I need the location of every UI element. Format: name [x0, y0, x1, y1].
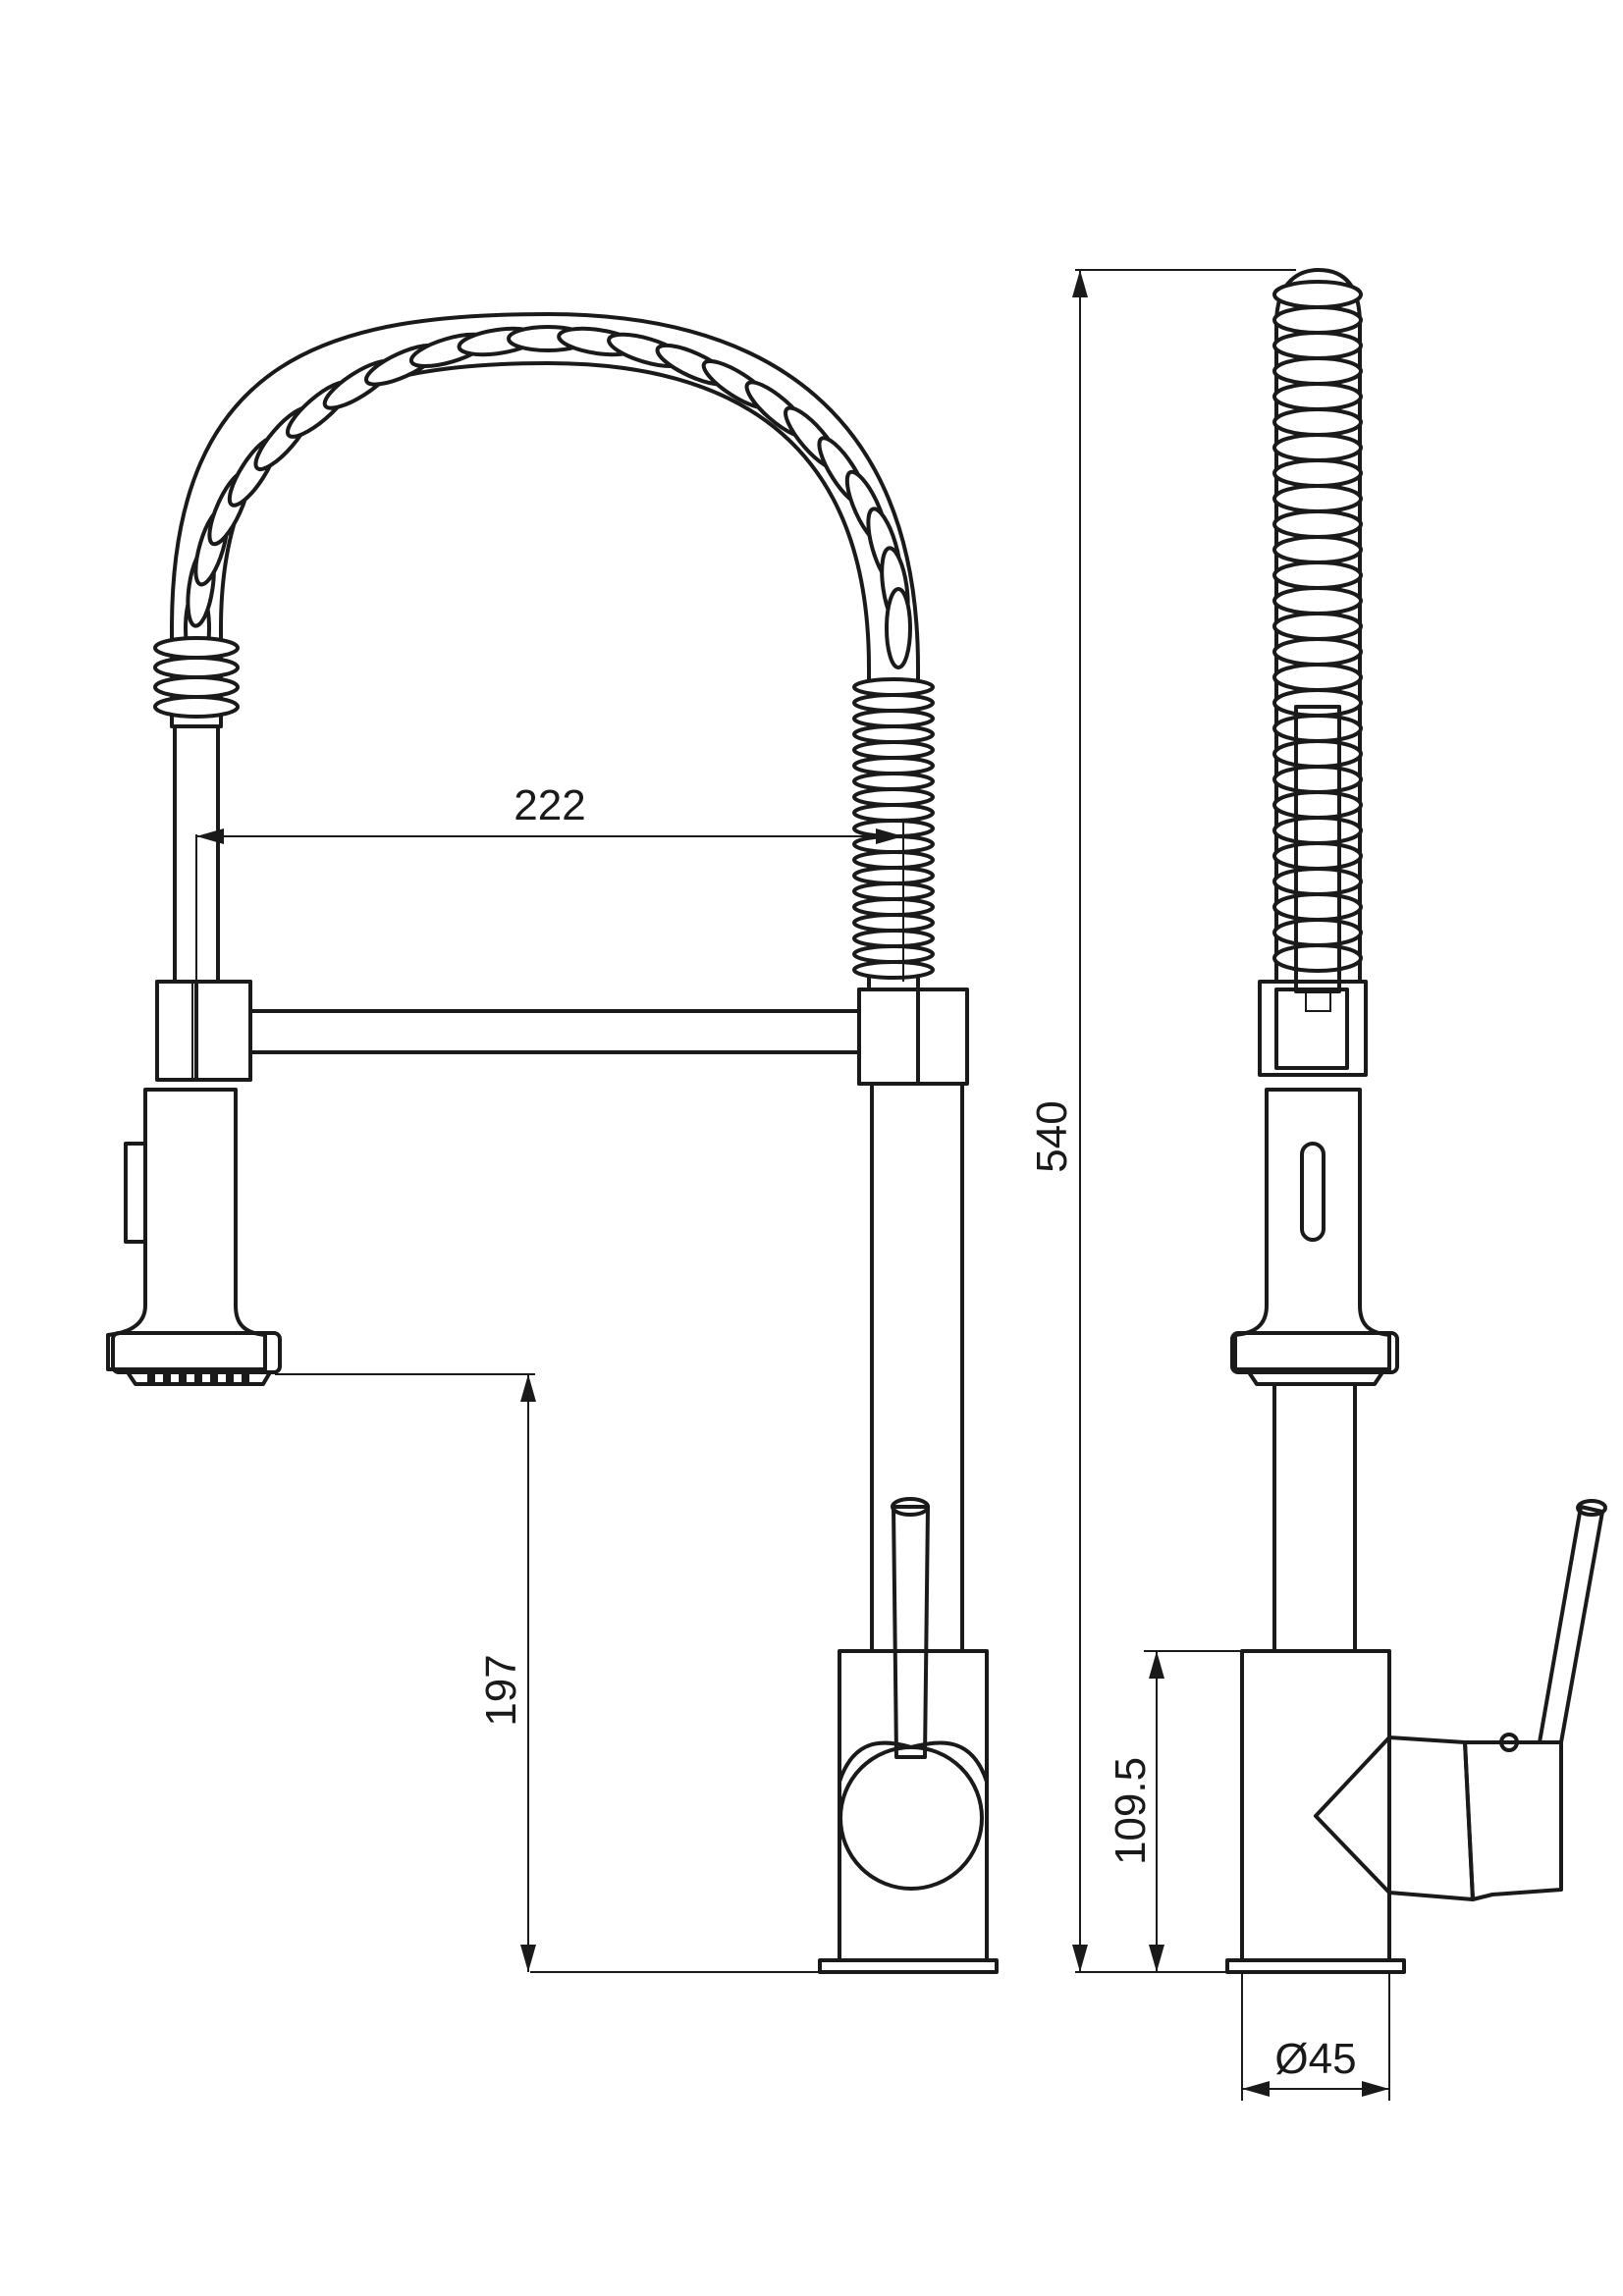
side-collar	[1258, 980, 1368, 1077]
spring-coil	[1272, 509, 1363, 539]
main-column	[870, 1082, 964, 1653]
spring-coil	[1272, 458, 1363, 488]
spring-coil	[852, 772, 935, 791]
spring-coil	[1272, 280, 1363, 309]
spring-coils-front	[153, 325, 935, 980]
side-collar-clip	[1305, 990, 1331, 1012]
side-lever-base	[1463, 1740, 1563, 1901]
spring-coil	[852, 960, 935, 980]
spring-coil	[1272, 356, 1363, 386]
spring-coil	[852, 929, 935, 948]
spring-coil	[852, 677, 935, 697]
spring-coil	[1272, 586, 1363, 615]
side-view: 540 109.5 Ø45	[1028, 268, 1607, 2101]
spring-coil	[852, 803, 935, 823]
base-plate	[818, 1958, 999, 1974]
spring-coil	[1272, 637, 1363, 667]
spray-nozzle	[126, 1370, 272, 1386]
horizontal-bar	[248, 1009, 861, 1054]
side-collar-inner	[1274, 988, 1349, 1070]
spring-coil	[1272, 535, 1363, 564]
spring-coil	[1272, 841, 1363, 871]
spring-coil	[1272, 918, 1363, 947]
side-lever-handle	[1538, 1505, 1604, 1744]
spray-button-icon	[124, 1142, 147, 1244]
right-collar-face	[857, 988, 920, 1086]
dimension-body-height	[1144, 1650, 1242, 1972]
spring-coil	[1272, 484, 1363, 513]
valve-cap-shadow	[838, 1740, 989, 1784]
side-valve-body	[1240, 1649, 1391, 1962]
left-collar	[155, 980, 252, 1082]
spring-coil	[852, 897, 935, 917]
dimension-outlet-height	[275, 1373, 820, 1973]
spring-coil	[852, 866, 935, 885]
spring-coil	[1272, 331, 1363, 360]
spring-coil	[1272, 561, 1363, 590]
spring-coil	[153, 675, 240, 699]
spring-coil	[852, 756, 935, 775]
spring-coil	[1272, 739, 1363, 769]
lever-tip	[891, 1497, 930, 1517]
lever-handle	[892, 1505, 930, 1759]
valve-body	[838, 1649, 989, 1962]
spring-coil	[852, 913, 935, 933]
side-main-column	[1272, 1382, 1357, 1653]
spring-coil	[1272, 688, 1363, 718]
dim-label-540: 540	[1028, 1100, 1076, 1172]
spring-coil	[852, 709, 935, 728]
spring-arch	[153, 312, 935, 988]
spring-coil	[1272, 305, 1363, 335]
side-spray-face-ring	[1230, 1331, 1399, 1374]
spray-nozzle-holes	[147, 1374, 249, 1382]
spring-coil	[1272, 382, 1363, 411]
spring-coil	[1272, 816, 1363, 845]
dimension-total-height	[1072, 269, 1296, 1973]
dim-label-197: 197	[477, 1654, 525, 1726]
spring-coil	[1272, 892, 1363, 922]
side-lever-pivot	[1499, 1733, 1519, 1752]
side-spray-button-icon	[1300, 1142, 1325, 1242]
spring-coil	[153, 656, 240, 679]
side-spray-head	[1233, 1088, 1391, 1371]
spring-coil	[852, 787, 935, 807]
spring-coil	[1272, 433, 1363, 462]
spring-coil	[1272, 943, 1363, 973]
side-base-plate	[1225, 1958, 1406, 1974]
side-lever-tip	[1576, 1499, 1607, 1517]
spring-coil	[1272, 663, 1363, 692]
spring-coil	[852, 881, 935, 901]
spring-coil	[1272, 867, 1363, 896]
dim-label-109-5: 109.5	[1107, 1757, 1155, 1865]
spray-face-ring	[111, 1331, 282, 1374]
spring-coil	[1272, 790, 1363, 820]
right-collar	[857, 988, 969, 1086]
dimension-spout-reach	[195, 820, 904, 1080]
dim-label-diameter-45: Ø45	[1274, 2035, 1356, 2083]
spring-coil	[1272, 612, 1363, 641]
spray-head	[106, 1088, 267, 1371]
dim-label-222: 222	[514, 781, 585, 829]
spring-coil	[852, 740, 935, 760]
side-spray-nozzle	[1247, 1370, 1384, 1386]
spring-coils-side	[1272, 280, 1363, 973]
spring-coil	[1272, 714, 1363, 743]
left-collar-face	[194, 980, 252, 1082]
valve-cap	[839, 1745, 984, 1891]
spring-coil	[1272, 765, 1363, 794]
spring-coil	[153, 636, 240, 660]
spring-coil	[852, 693, 935, 713]
spring-coil	[852, 724, 935, 744]
spring-coil	[852, 850, 935, 870]
side-valve-housing	[1314, 1735, 1475, 1901]
front-view: 222 197	[106, 312, 999, 1974]
spring-coil	[1272, 407, 1363, 437]
spring-coil	[153, 695, 240, 719]
dimension-base-diameter	[1241, 1972, 1390, 2101]
spring-coil	[885, 587, 912, 669]
spring-coil	[852, 944, 935, 964]
